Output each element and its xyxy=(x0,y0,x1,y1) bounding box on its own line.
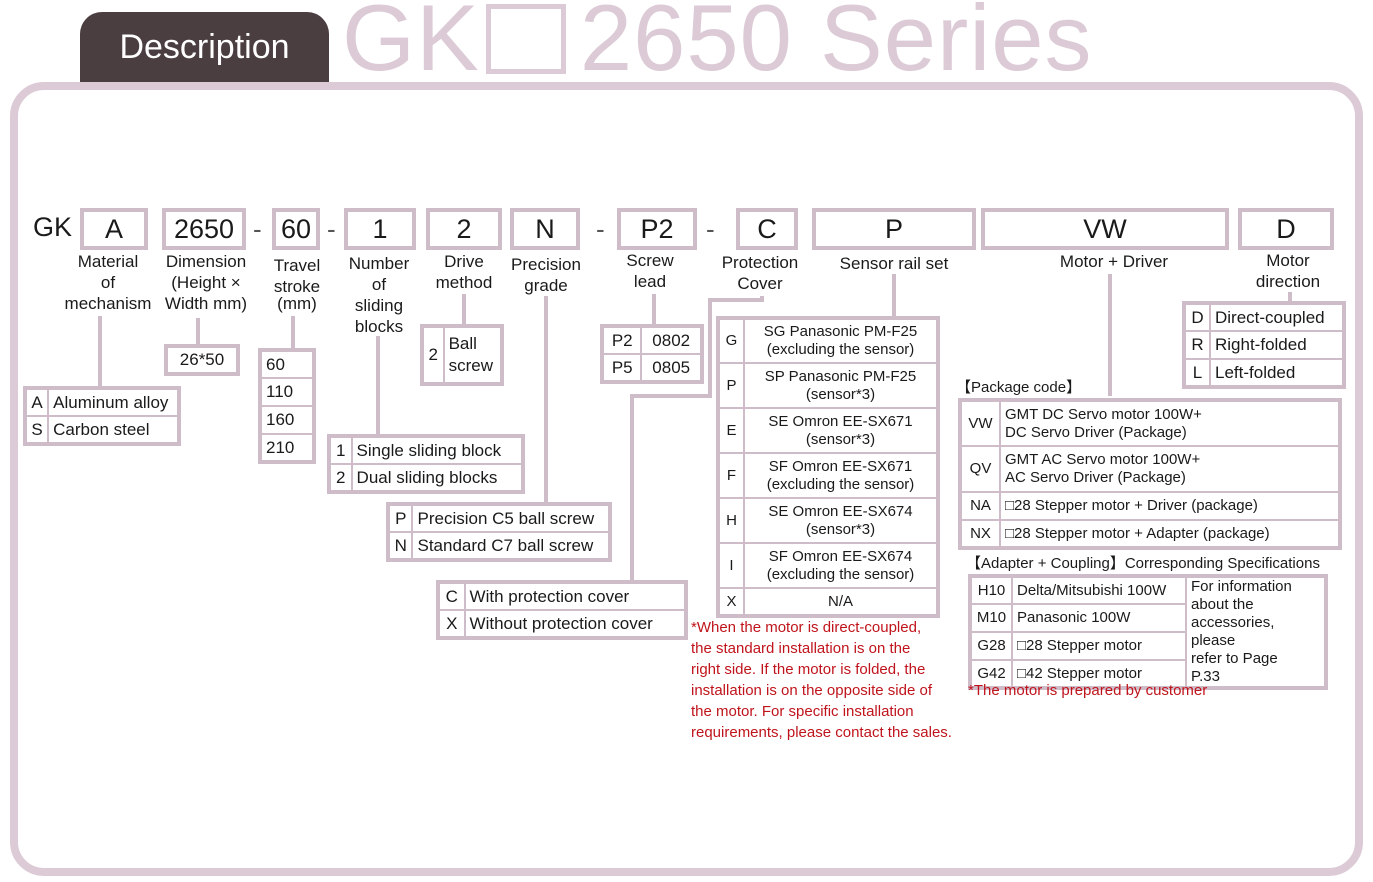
package-header: 【Package code】 xyxy=(956,379,1082,396)
code-dimension: 2650 xyxy=(162,208,246,250)
connector-line xyxy=(1288,292,1292,302)
code-dash: - xyxy=(596,214,605,244)
code-prefix: GK xyxy=(33,212,73,242)
table-row: NA□28 Stepper motor + Driver (package) xyxy=(959,491,1341,521)
connector-line xyxy=(708,298,764,302)
connector-line xyxy=(291,316,295,350)
code-dash: - xyxy=(327,214,336,244)
connector-line xyxy=(630,396,634,582)
connector-line xyxy=(98,316,102,386)
code-direction: D xyxy=(1238,208,1334,250)
label-dimension: Dimension(Height ×Width mm) xyxy=(164,252,248,313)
table-row: 210 xyxy=(259,433,315,463)
adapter-header: 【Adapter + Coupling】Corresponding Specif… xyxy=(966,555,1320,572)
adapter-options-table: H10 Delta/Mitsubishi 100W For informatio… xyxy=(968,574,1328,690)
connector-line xyxy=(760,296,764,302)
connector-line xyxy=(630,394,712,398)
connector-line xyxy=(1108,274,1112,396)
code-dash: - xyxy=(706,214,715,244)
connector-line xyxy=(652,294,656,324)
code-blocks: 1 xyxy=(344,208,416,250)
connector-line xyxy=(376,336,380,434)
table-row: 160 xyxy=(259,405,315,435)
sensor-note: *When the motor is direct-coupled,the st… xyxy=(691,619,952,741)
connector-line xyxy=(196,318,200,344)
connector-line xyxy=(892,274,896,316)
code-drive: 2 xyxy=(426,208,502,250)
table-row: G28□28 Stepper motor xyxy=(969,631,1326,661)
table-row: 60 xyxy=(259,349,315,379)
blank-square-icon xyxy=(485,4,566,74)
stroke-options-table: 60 110 160 210 xyxy=(258,348,316,464)
table-row: G42□42 Stepper motor xyxy=(969,659,1326,689)
table-row: H10 Delta/Mitsubishi 100W For informatio… xyxy=(969,575,1327,689)
code-dash: - xyxy=(253,214,262,244)
table-row: 110 xyxy=(259,377,315,407)
table-row: 26*50 xyxy=(165,345,239,375)
code-motor: VW xyxy=(981,208,1229,250)
label-sensor: Sensor rail set xyxy=(839,254,949,273)
description-tab: Description xyxy=(80,12,329,82)
content-frame xyxy=(10,82,1363,876)
label-motor: Motor + Driver xyxy=(1059,252,1169,271)
connector-line xyxy=(462,294,466,324)
table-row: NX□28 Stepper motor + Adapter (package) xyxy=(959,519,1341,549)
code-sensor: P xyxy=(812,208,976,250)
connector-line xyxy=(544,296,548,504)
code-stroke: 60 xyxy=(272,208,320,250)
code-lead: P2 xyxy=(617,208,697,250)
code-material: A xyxy=(80,208,148,250)
adapter-note: *The motor is prepared by customer xyxy=(968,682,1208,699)
dimension-options-table: 26*50 xyxy=(164,344,240,376)
code-cover: C xyxy=(736,208,798,250)
connector-line xyxy=(708,298,712,398)
code-precision: N xyxy=(510,208,580,250)
